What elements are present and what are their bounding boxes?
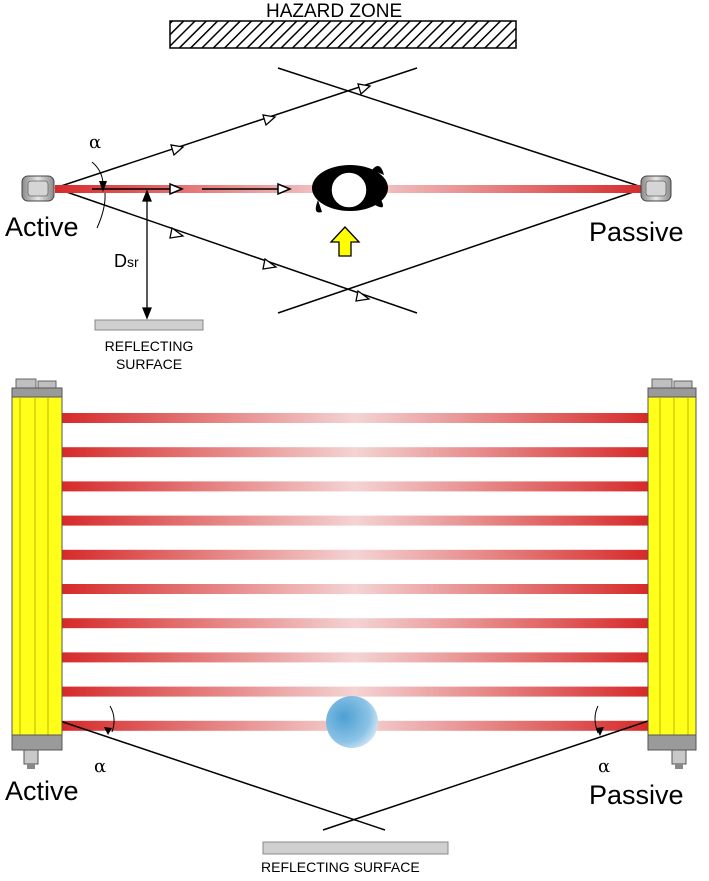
curtain-beam — [62, 481, 648, 492]
alpha-arc-arrow — [99, 181, 107, 192]
active-curtain-housing — [11, 378, 63, 769]
alpha-arcs-bottom — [109, 705, 599, 734]
alpha-arrow-right — [596, 727, 604, 736]
curtain-beam — [62, 549, 648, 560]
hazard-zone-bar — [169, 20, 517, 49]
passive-label-bottom: Passive — [589, 780, 684, 810]
hazard-zone-label: HAZARD ZONE — [266, 1, 403, 22]
dsr-label: Dsr — [114, 252, 139, 270]
beam-direction-arrows — [92, 182, 292, 196]
passive-curtain-housing — [647, 378, 697, 769]
alpha-label-top: α — [89, 132, 102, 153]
reflecting-surface-label-top: REFLECTING SURFACE — [92, 339, 206, 371]
curtain-beam — [62, 652, 648, 663]
passive-label-top: Passive — [589, 217, 684, 247]
alpha-label-bottom-left: α — [94, 756, 107, 777]
reflection-rays — [54, 67, 646, 314]
beam-group — [62, 413, 648, 731]
dsr-sub: sr — [127, 254, 139, 270]
yellow-up-arrow — [329, 226, 361, 257]
curtain-beam — [62, 618, 648, 629]
reflecting-surface-bottom — [262, 841, 449, 855]
reflecting-surface-label-bottom: REFLECTING SURFACE — [261, 859, 420, 875]
alpha-label-bottom-right: α — [598, 756, 611, 777]
reflect-line-1: REFLECTING — [104, 338, 194, 354]
curtain-beam — [62, 584, 648, 594]
reflect-line-2: SURFACE — [115, 356, 183, 372]
curtain-beam — [62, 447, 648, 458]
active-label-bottom: Active — [5, 776, 79, 806]
ray-arrowheads — [169, 83, 372, 302]
test-sphere — [326, 696, 378, 748]
active-label-top: Active — [5, 212, 79, 242]
passive-sensor-top — [640, 175, 672, 202]
reflecting-surface-top — [94, 319, 204, 331]
curtain-beam — [62, 515, 648, 526]
bottom-reflection-rays — [59, 720, 649, 831]
dsr-dimension-line — [142, 189, 152, 320]
curtain-beam — [62, 686, 648, 697]
alpha-arrow-left — [104, 727, 112, 735]
dsr-main: D — [114, 251, 127, 271]
obstruction-object — [312, 165, 388, 213]
active-sensor-top — [21, 175, 55, 202]
curtain-beam — [62, 413, 648, 423]
